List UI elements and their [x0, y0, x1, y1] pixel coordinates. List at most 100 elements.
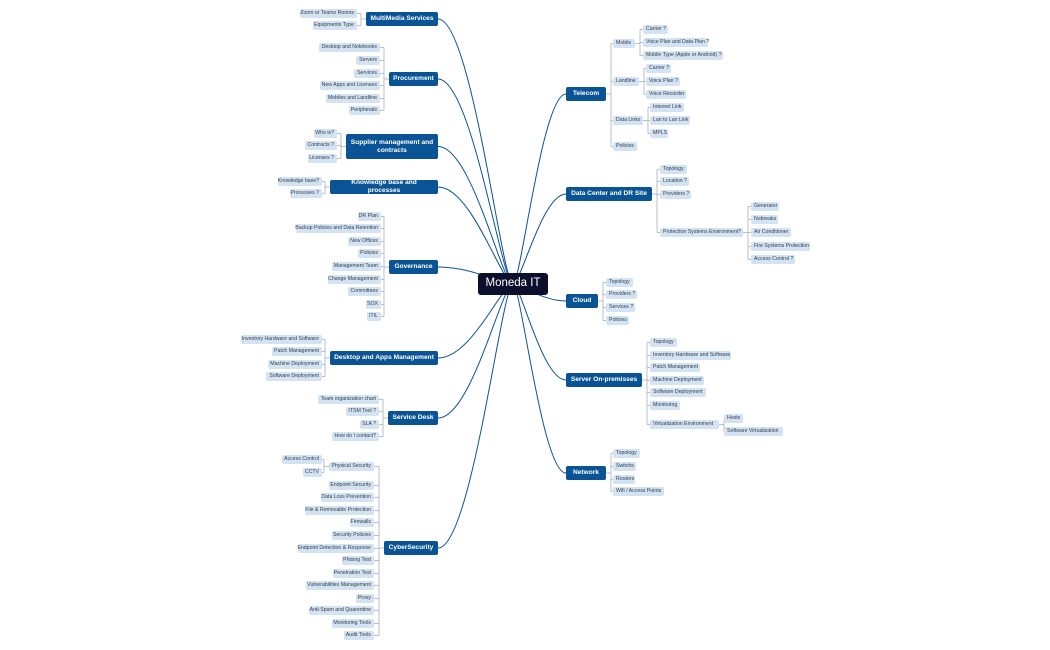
topic-access-control[interactable]: Access Control ? — [751, 255, 795, 264]
topic-nobreaks[interactable]: Nobreaks — [751, 215, 778, 224]
topic-landline[interactable]: Landline — [613, 77, 639, 86]
topic-contracts[interactable]: Contracts ? — [305, 141, 337, 150]
topic-virtualization-environment[interactable]: Virtualization Environment — [650, 420, 719, 429]
topic-air-conditioner[interactable]: Air Conditioner — [751, 228, 791, 237]
branch-supplier[interactable]: Supplier management and contracts — [346, 134, 438, 159]
topic-desktop-and-notebooks[interactable]: Desktop and Notebooks — [319, 43, 380, 52]
topic-services[interactable]: Services ? — [606, 303, 635, 312]
topic-voice-plan[interactable]: Voice Plan ? — [646, 77, 680, 86]
topic-providers[interactable]: Providers ? — [660, 190, 691, 199]
topic-licenses[interactable]: Licenses ? — [308, 154, 337, 163]
topic-change-management[interactable]: Change Management — [328, 275, 381, 284]
branch-knowledge[interactable]: Knowledge base and processes — [330, 179, 438, 194]
topic-wifi-access-points[interactable]: Wifi / Access Points — [613, 487, 664, 496]
topic-mobile[interactable]: Mobile — [613, 39, 635, 48]
topic-committees[interactable]: Committees — [348, 287, 381, 296]
branch-governance[interactable]: Governance — [389, 260, 438, 274]
topic-data-loss-prevention[interactable]: Data Loss Prevention — [321, 493, 374, 502]
branch-telecom[interactable]: Telecom — [566, 87, 606, 101]
topic-software-virtualization[interactable]: Software Virtualization — [724, 427, 783, 436]
topic-voice-plan-and-data-plan[interactable]: Voice Plan and Data Plan ? — [643, 38, 709, 47]
topic-servers[interactable]: Servers — [356, 56, 380, 65]
topic-mobiles-and-landline[interactable]: Mobiles and Landline — [326, 94, 380, 103]
topic-itil[interactable]: ITIL — [367, 312, 381, 321]
topic-peripherals[interactable]: Peripherals — [349, 106, 380, 115]
branch-servicedesk[interactable]: Service Desk — [388, 411, 438, 425]
topic-topology[interactable]: Topology — [606, 278, 633, 287]
topic-firewalls[interactable]: Firewalls — [350, 518, 374, 527]
topic-monitoring[interactable]: Monitoring — [650, 401, 680, 410]
topic-lan-to-lan-link[interactable]: Lan to Lan Link — [650, 116, 690, 125]
topic-policies[interactable]: Policies — [358, 249, 381, 258]
root-node[interactable]: Moneda IT — [478, 273, 548, 295]
topic-backup-policies-and-data-retention[interactable]: Backup Policies and Data Retention — [295, 224, 381, 233]
topic-endpoint-security[interactable]: Endpoint Security — [329, 481, 374, 490]
topic-equipments-type[interactable]: Equipments Type — [313, 21, 357, 30]
branch-datacenter[interactable]: Data Center and DR Site — [566, 187, 652, 201]
topic-inventory-hardware-and-software[interactable]: Inventory Hardware and Software — [241, 335, 322, 344]
topic-dr-plan[interactable]: DR Plan — [358, 212, 381, 221]
topic-anti-spam-and-quarentine[interactable]: Anti-Spam and Quarentine — [309, 606, 374, 615]
topic-mobile-type-apple-or-android[interactable]: Mobile Type (Apple or Android) ? — [643, 51, 723, 60]
topic-machine-deployment[interactable]: Machine Deployment — [650, 376, 704, 385]
topic-routers[interactable]: Routers — [613, 475, 635, 484]
topic-new-apps-and-licenses[interactable]: New Apps and Licenses — [320, 81, 380, 90]
topic-generator[interactable]: Generator — [751, 202, 779, 211]
topic-policies[interactable]: Policies — [606, 316, 629, 325]
topic-monitoring-tools[interactable]: Monitoring Tools — [332, 619, 374, 628]
topic-internet-link[interactable]: Internet Link — [650, 103, 684, 112]
topic-hosts[interactable]: Hosts — [724, 414, 743, 423]
topic-audit-tools[interactable]: Audit Tools — [344, 631, 374, 640]
topic-sox[interactable]: SOX — [366, 300, 381, 309]
topic-physical-security[interactable]: Physical Security — [329, 462, 374, 471]
topic-providers[interactable]: Providers ? — [606, 290, 637, 299]
topic-topology[interactable]: Topology — [613, 449, 640, 458]
topic-topology[interactable]: Topology — [660, 165, 687, 174]
topic-proxy[interactable]: Proxy — [356, 594, 374, 603]
topic-software-deployment[interactable]: Software Deployment — [650, 388, 706, 397]
branch-cybersecurity[interactable]: CyberSecurity — [384, 541, 438, 555]
topic-zoom-or-teams-rooms[interactable]: Zoom or Teams Rooms — [300, 9, 357, 18]
branch-desktop[interactable]: Desktop and Apps Management — [330, 351, 438, 365]
topic-itsm-tool[interactable]: ITSM Tool ? — [346, 407, 379, 416]
topic-sla[interactable]: SLA ? — [360, 420, 379, 429]
topic-voice-recorder[interactable]: Voice Recorder — [646, 90, 686, 99]
topic-how-do-i-contact[interactable]: How do I contact? — [332, 432, 379, 441]
topic-topology[interactable]: Topology — [650, 338, 677, 347]
topic-software-deployment[interactable]: Software Deployment — [266, 372, 322, 381]
topic-protection-systems-environment[interactable]: Protection Systems Environment? — [660, 228, 743, 237]
topic-new-offices[interactable]: New Offices — [348, 237, 381, 246]
topic-carrier[interactable]: Carrier ? — [643, 25, 668, 34]
branch-server[interactable]: Server On-premisses — [566, 373, 642, 387]
topic-fire-systems-protection[interactable]: Fire Systems Protection — [751, 242, 810, 251]
topic-team-organization-chart[interactable]: Team organization chart — [318, 395, 379, 404]
topic-location[interactable]: Location ? — [660, 177, 689, 186]
topic-cctv[interactable]: CCTV — [303, 468, 322, 477]
topic-policies[interactable]: Policies — [613, 142, 637, 151]
branch-network[interactable]: Network — [566, 466, 606, 480]
branch-multimedia[interactable]: MultiMedia Services — [366, 12, 438, 26]
topic-vulnerabilities-management[interactable]: Vulnerabilities Management — [306, 581, 374, 590]
topic-machine-deployment[interactable]: Machine Deployment — [268, 360, 322, 369]
branch-procurement[interactable]: Procurement — [389, 72, 438, 86]
topic-carrier[interactable]: Carrier ? — [646, 64, 671, 73]
topic-data-links[interactable]: Data Links — [613, 116, 643, 125]
topic-knowledge-base[interactable]: Knowledge base? — [278, 177, 322, 186]
topic-processes[interactable]: Processes ? — [290, 189, 322, 198]
topic-switchs[interactable]: Switchs — [613, 462, 636, 471]
topic-services[interactable]: Services — [354, 69, 380, 78]
topic-file-removable-protection[interactable]: File & Removable Protection — [305, 506, 374, 515]
topic-penetration-test[interactable]: Penetration Test — [333, 569, 374, 578]
topic-mpls[interactable]: MPLS — [650, 129, 668, 138]
branch-cloud[interactable]: Cloud — [566, 294, 598, 308]
topic-who-is[interactable]: Who is? — [314, 129, 337, 138]
topic-security-policies[interactable]: Security Policies — [332, 531, 374, 540]
topic-management-team[interactable]: Management Team — [332, 262, 381, 271]
topic-access-control[interactable]: Access Control — [282, 455, 322, 464]
topic-patch-management[interactable]: Patch Management — [272, 347, 322, 356]
topic-patch-management[interactable]: Patch Management — [650, 363, 700, 372]
topic-inventory-hardware-and-software[interactable]: Inventory Hardware and Software — [650, 351, 731, 360]
branch-link-network — [512, 283, 567, 474]
topic-phising-test[interactable]: Phising Test — [342, 556, 374, 565]
topic-endpoint-detection-response[interactable]: Endpoint Detection & Response — [297, 544, 374, 553]
